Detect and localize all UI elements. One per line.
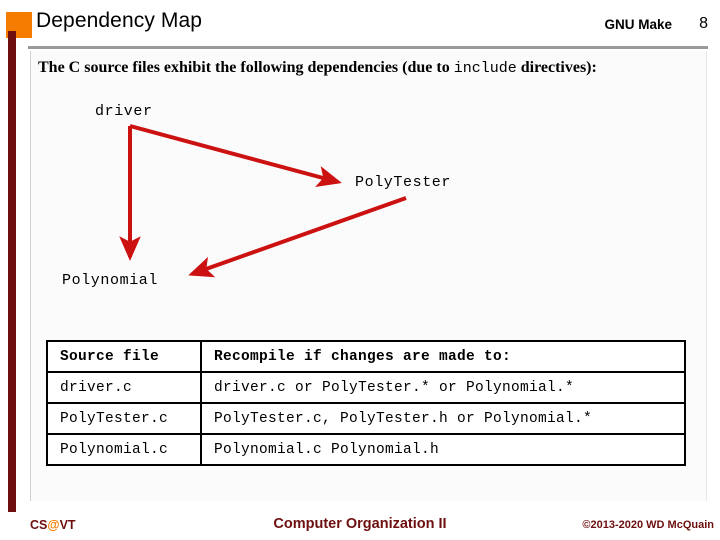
cell-source-file: PolyTester.c [46, 402, 202, 435]
page-title: Dependency Map [36, 9, 203, 32]
header-topic-label: GNU Make [604, 17, 672, 32]
sidebar-accent-bar [8, 31, 16, 512]
cell-source-file: driver.c [46, 371, 202, 404]
subtitle-include-keyword: include [453, 60, 517, 77]
diagram-node-driver: driver [95, 103, 153, 120]
footer-logo-suffix: VT [59, 518, 76, 532]
cell-source-file: Polynomial.c [46, 433, 202, 466]
table-row: PolyTester.c PolyTester.c, PolyTester.h … [46, 402, 686, 435]
footer-logo: CS@VT [30, 518, 76, 532]
subtitle-part-before: The C source files exhibit the following… [38, 59, 454, 76]
table-row: driver.c driver.c or PolyTester.* or Pol… [46, 371, 686, 404]
footer-copyright: ©2013-2020 WD McQuain [582, 519, 714, 531]
dependency-table: Source file Recompile if changes are mad… [46, 340, 686, 466]
cell-recompile-targets: driver.c or PolyTester.* or Polynomial.* [200, 371, 686, 404]
column-header-recompile-if: Recompile if changes are made to: [200, 340, 686, 373]
cell-recompile-targets: Polynomial.c Polynomial.h [200, 433, 686, 466]
table-header-row: Source file Recompile if changes are mad… [46, 340, 686, 373]
diagram-node-polytester: PolyTester [355, 174, 452, 191]
slide-number: 8 [699, 15, 708, 32]
footer-course-title: Computer Organization II [273, 516, 447, 532]
column-header-source-file: Source file [46, 340, 202, 373]
subtitle-part-after: directives): [516, 59, 597, 76]
footer-logo-prefix: CS [30, 518, 48, 532]
table-row: Polynomial.c Polynomial.c Polynomial.h [46, 433, 686, 466]
subtitle-text: The C source files exhibit the following… [38, 59, 698, 77]
cell-recompile-targets: PolyTester.c, PolyTester.h or Polynomial… [200, 402, 686, 435]
header-divider [28, 46, 708, 49]
at-symbol-icon: @ [47, 518, 60, 532]
diagram-node-polynomial: Polynomial [62, 272, 159, 289]
